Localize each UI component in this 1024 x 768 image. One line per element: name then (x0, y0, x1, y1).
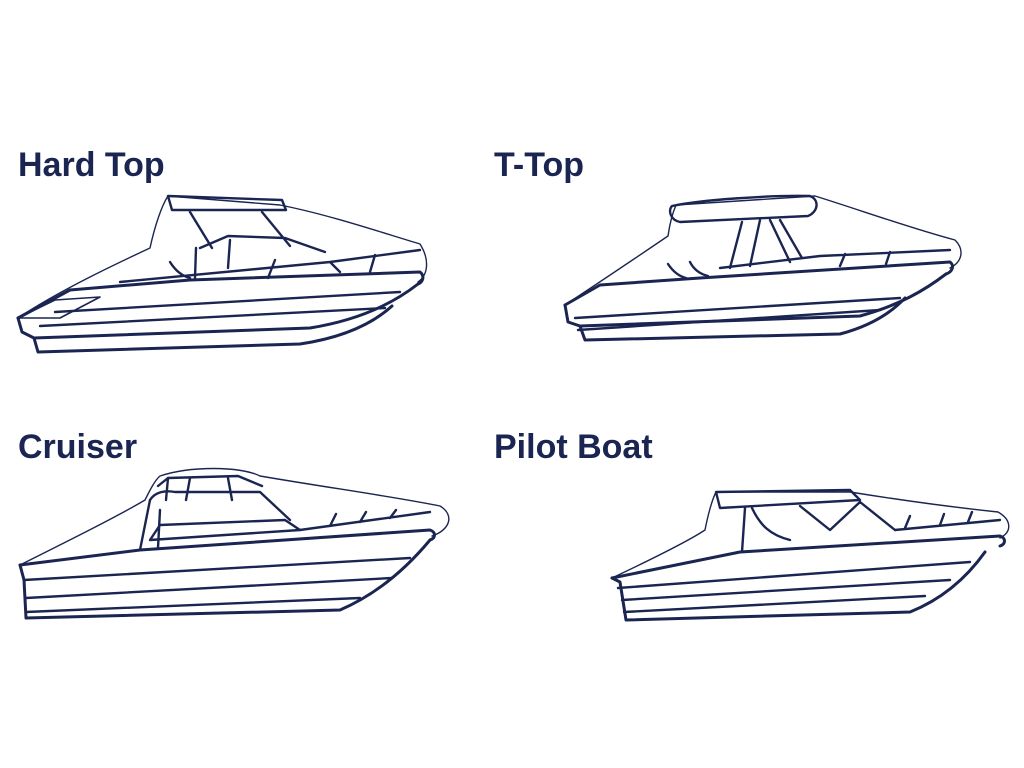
boat-type-title: Cruiser (18, 428, 138, 466)
boat-type-title: Pilot Boat (494, 428, 653, 466)
boat-type-hard-top: Hard Top (18, 145, 518, 395)
boat-type-pilot-boat: Pilot Boat (494, 427, 994, 677)
boat-type-t-top: T-Top (494, 145, 994, 395)
boat-type-title: T-Top (494, 146, 584, 184)
boat-type-cruiser: Cruiser (18, 427, 518, 677)
boat-type-title: Hard Top (18, 146, 165, 184)
